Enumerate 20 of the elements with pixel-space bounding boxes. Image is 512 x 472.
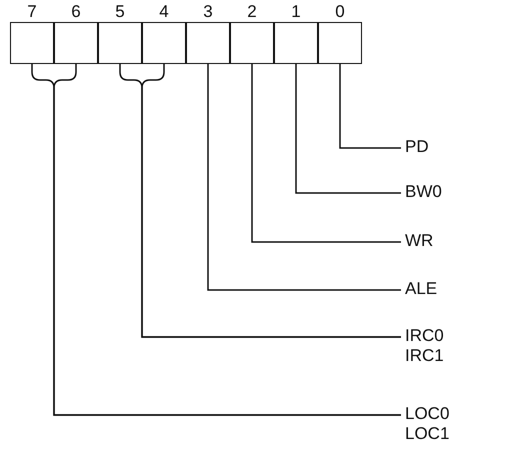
bit-number: 0 — [334, 2, 346, 22]
bit-field-name: LOC1 — [405, 424, 450, 444]
bit-number: 6 — [70, 2, 82, 22]
bit-number: 7 — [26, 2, 38, 22]
bit-field-name: IRC0 — [405, 326, 444, 346]
leader-line — [207, 64, 401, 291]
bit-number: 3 — [202, 2, 214, 22]
bit-number: 4 — [158, 2, 170, 22]
bit-number: 5 — [114, 2, 126, 22]
bit-field-name: PD — [405, 137, 429, 157]
bit-field-name: ALE — [405, 279, 438, 299]
leader-line — [251, 64, 401, 243]
bit-field-name: BW0 — [405, 182, 442, 202]
bit-field-name: WR — [405, 231, 434, 251]
leader-line — [339, 64, 401, 149]
leader-line — [295, 64, 401, 194]
bit-field-name: IRC1 — [405, 346, 444, 366]
bit-field-name: LOC0 — [405, 404, 450, 424]
bit-number: 1 — [290, 2, 302, 22]
bit-number: 2 — [246, 2, 258, 22]
